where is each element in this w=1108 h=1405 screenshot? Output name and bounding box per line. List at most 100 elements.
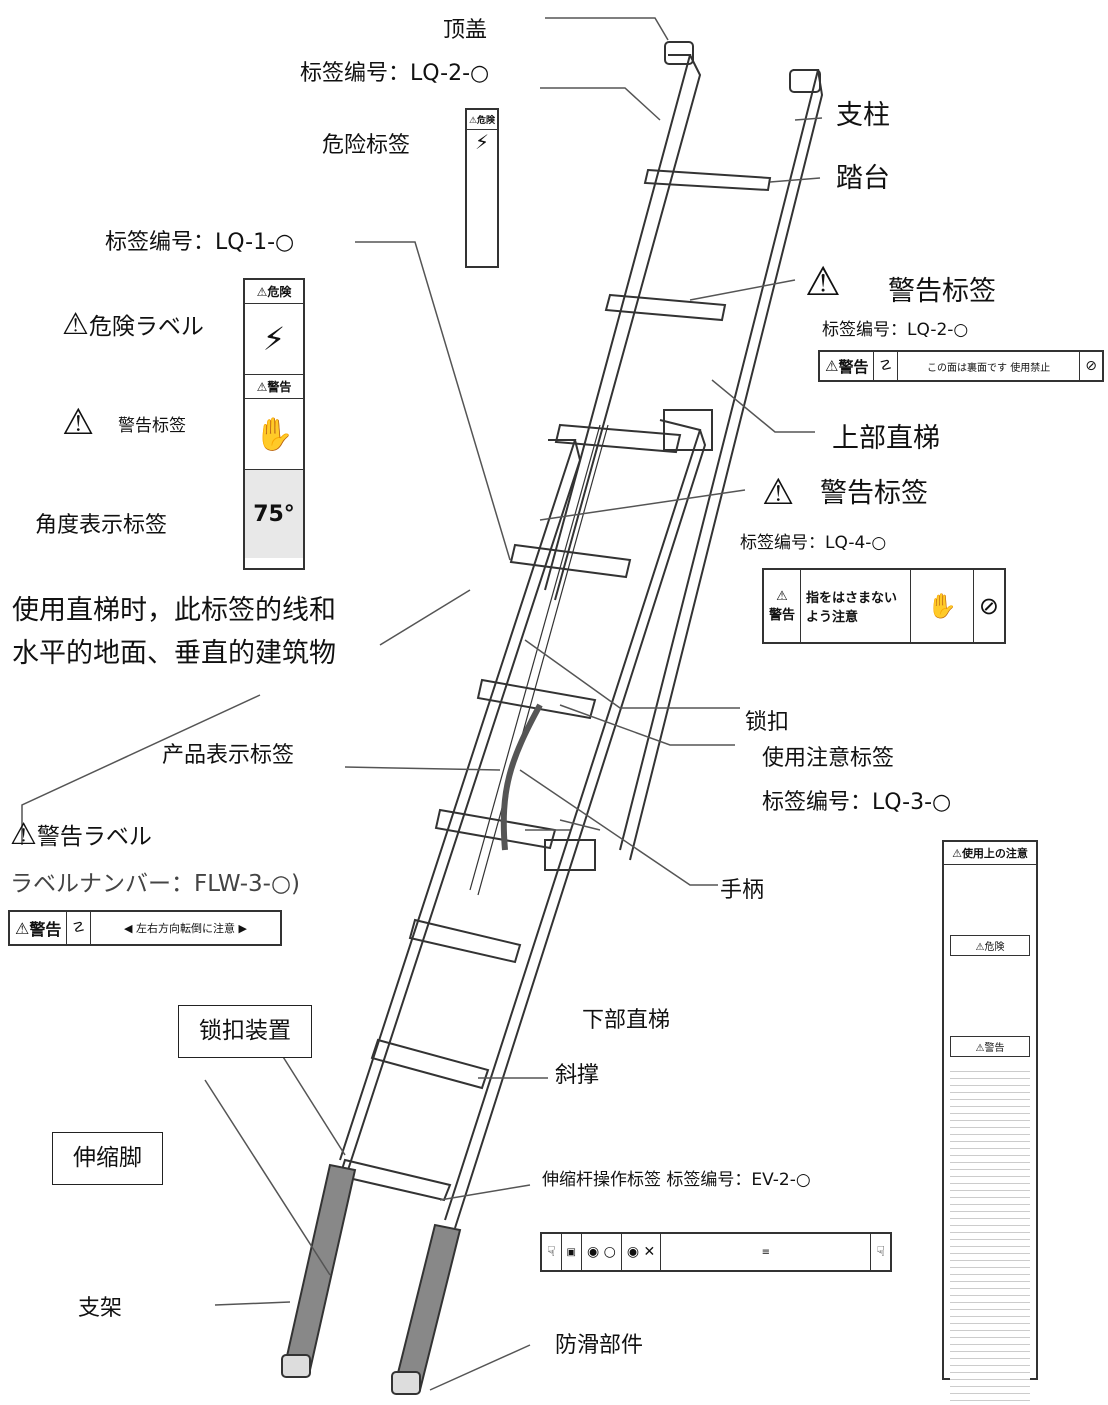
leader-warning-2 xyxy=(539,489,746,521)
ev2-icon-4: ◉ ✕ xyxy=(622,1234,662,1270)
upper-ladder-label: 上部直梯 xyxy=(832,423,940,454)
step-label: 踏台 xyxy=(836,163,890,194)
leader-product xyxy=(344,766,501,771)
lock-bracket-lower xyxy=(544,839,596,871)
rung-8 xyxy=(370,1038,490,1090)
telescopic-leg-right xyxy=(393,1223,462,1392)
handle-bar xyxy=(500,703,543,851)
flw3-warning-sign: ⚠警告 ☡ ◀ 左右方向転倒に注意 ▶ xyxy=(8,910,282,946)
leader-lq2-top xyxy=(540,87,661,121)
post-label: 支柱 xyxy=(836,100,890,131)
rung-1 xyxy=(643,168,772,192)
handle-label: 手柄 xyxy=(720,878,765,903)
anti-slip-label: 防滑部件 xyxy=(555,1333,644,1358)
usage-caution-label: 使用注意标签 xyxy=(762,746,895,771)
flw3-text-cell: ◀ 左右方向転倒に注意 ▶ xyxy=(123,921,247,936)
hand-pinch-icon: ✋ xyxy=(254,415,294,453)
leader-product-tail xyxy=(21,694,261,845)
fall-person-icon: ⚡ xyxy=(262,320,286,358)
finger-pinch-icon: ✋ xyxy=(911,570,974,642)
lq2-warning-cell: ⚠警告 xyxy=(820,352,875,380)
lq2-pictogram-icon: ☡ xyxy=(874,352,899,380)
flw3-pictogram-icon: ☡ xyxy=(67,912,91,944)
warning-label-jp: ⚠警告ラベル xyxy=(10,817,152,852)
leader-support xyxy=(214,1301,291,1306)
leader-lock xyxy=(524,639,740,709)
leader-top-cap xyxy=(545,17,669,41)
leader-lq1 xyxy=(355,241,511,561)
lq4-line1: 指をはさまない xyxy=(806,591,898,606)
lq4-warning-sign: ⚠警告 指をはさまない よう注意 ✋ ⊘ xyxy=(762,568,1006,644)
ev2-icon-2: ▣ xyxy=(562,1234,582,1270)
label-no-lq3: 标签编号：LQ-3-○ xyxy=(762,790,952,815)
warning-triangle-1-icon: ⚠ xyxy=(805,259,841,305)
rung-6 xyxy=(434,808,557,850)
warning-triangle-left-icon: ⚠ xyxy=(62,402,95,443)
warning-label-1: 警告标签 xyxy=(888,276,996,307)
danger-label-text: 危险标签 xyxy=(322,133,411,158)
warning-triangle-jp-icon: ⚠ xyxy=(10,817,37,852)
top-cap-label: 顶盖 xyxy=(443,18,488,43)
leader-lower-ladder xyxy=(559,819,601,831)
top-cap-left xyxy=(664,41,694,65)
upper-left-rail xyxy=(544,54,692,591)
warning-label-left: 警告标签 xyxy=(118,416,186,436)
lq4-warning-cell: ⚠警告 xyxy=(764,570,802,642)
lower-ladder-label: 下部直梯 xyxy=(582,1008,671,1033)
angle-label: 角度表示标签 xyxy=(35,513,168,538)
leader-usage xyxy=(559,704,735,746)
rung-4 xyxy=(509,543,632,579)
lq1-warning-header: ⚠警告 xyxy=(245,374,303,399)
label-no-lq1: 标签编号：LQ-1-○ xyxy=(105,230,295,255)
leader-upper-ladder xyxy=(711,379,815,433)
label-no-lq2-top: 标签编号：LQ-2-○ xyxy=(300,61,490,86)
telescopic-leg-left xyxy=(283,1163,357,1372)
angle-note-line2: 水平的地面、垂直的建筑物 xyxy=(12,638,336,669)
telescopic-leg-label: 伸缩脚 xyxy=(52,1132,163,1185)
lq1-danger-header: ⚠危険 xyxy=(245,280,303,304)
support-label: 支架 xyxy=(78,1296,123,1321)
rung-9 xyxy=(338,1158,452,1202)
lq3-header: ⚠使用上の注意 xyxy=(944,842,1036,865)
flw3-warning-cell: ⚠警告 xyxy=(10,912,68,944)
top-cap-right xyxy=(789,69,821,93)
label-number-jp: ラベルナンバー：FLW-3-○) xyxy=(10,871,301,897)
rung-7 xyxy=(408,918,522,964)
leader-anti-slip xyxy=(429,1344,531,1391)
danger-label-jp: ⚠危険ラベル xyxy=(62,307,204,342)
leader-op-label xyxy=(439,1184,531,1201)
warning-label-2: 警告标签 xyxy=(820,478,928,509)
foot-left xyxy=(281,1354,311,1378)
fall-icon: ⚡ xyxy=(474,130,490,154)
product-label: 产品表示标签 xyxy=(162,743,295,768)
lq4-line2: よう注意 xyxy=(806,610,859,625)
lq3-caution-sign: ⚠使用上の注意 ⚠危険 ⚠警告 xyxy=(942,840,1038,1405)
lq2-warning-sign: ⚠警告 ☡ この面は裏面です 使用禁止 ⊘ xyxy=(818,350,1104,382)
lock-device-label: 锁扣装置 xyxy=(178,1005,312,1058)
label-no-lq4: 标签编号：LQ-4-○ xyxy=(740,533,887,553)
lock-bracket xyxy=(663,409,713,451)
top-danger-sign: ⚠危険 ⚡ xyxy=(465,108,499,268)
foot-right xyxy=(391,1371,421,1395)
leader-post xyxy=(794,117,823,121)
leader-angle xyxy=(379,589,471,646)
ev2-icon-1: ☟ xyxy=(542,1234,562,1270)
leader-telescopic xyxy=(204,1079,331,1276)
leader-handle xyxy=(519,769,718,886)
angle-75-sign: 75° xyxy=(245,469,303,558)
rung-3 xyxy=(554,423,682,454)
ev2-op-sign: ☟ ▣ ◉ ○ ◉ ✕ ≡ ☟ xyxy=(540,1232,892,1272)
lq4-text-cell: 指をはさまない よう注意 xyxy=(801,570,912,642)
lq3-warning-box: ⚠警告 xyxy=(950,1036,1030,1057)
lq1-sign: ⚠危険 ⚡ ⚠警告 ✋ 75° xyxy=(243,278,305,570)
lq2-text: この面は裏面です 使用禁止 xyxy=(898,352,1081,380)
angle-note-line1: 使用直梯时，此标签的线和 xyxy=(12,595,336,626)
label-no-lq2-right: 标签编号：LQ-2-○ xyxy=(822,320,969,340)
warning-triangle-2-icon: ⚠ xyxy=(762,472,795,513)
ev2-text-icon: ≡ xyxy=(661,1234,872,1270)
telescopic-op-label: 伸缩杆操作标签 标签编号：EV-2-○ xyxy=(542,1170,811,1190)
leader-lock-device xyxy=(279,1051,346,1156)
leader-step xyxy=(769,177,821,183)
